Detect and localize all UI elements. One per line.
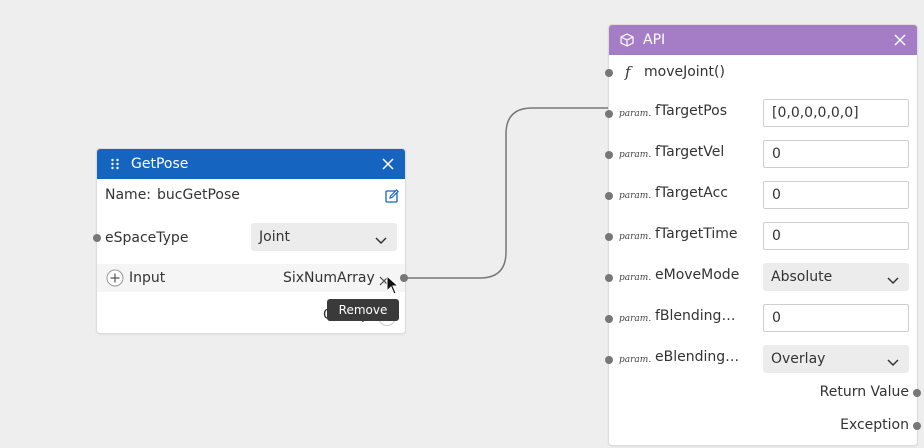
input-output-port[interactable]	[400, 274, 408, 282]
chevron-down-icon	[887, 355, 899, 371]
return-value-label: Return Value	[819, 384, 909, 400]
espace-label: eSpaceType	[105, 230, 189, 246]
exception-port[interactable]	[913, 422, 921, 430]
espace-row: eSpaceType	[97, 228, 405, 248]
param-input[interactable]	[763, 140, 909, 168]
drag-handle-icon[interactable]	[105, 158, 125, 170]
name-value: bucGetPose	[157, 187, 240, 203]
edge-sixnumarray-to-ftargetpos[interactable]	[404, 107, 608, 279]
param-select-value: Absolute	[771, 269, 833, 285]
param-tag: param.	[619, 355, 652, 365]
param-input[interactable]	[763, 181, 909, 209]
param-select[interactable]: Overlay	[763, 345, 909, 373]
param-select-value: Overlay	[771, 351, 826, 367]
getpose-node[interactable]: GetPose Name: bucGetPose eSpaceType Join…	[93, 148, 408, 334]
param-name: eBlending…	[655, 349, 740, 365]
param-port[interactable]	[605, 192, 613, 200]
plus-circle-icon[interactable]	[106, 269, 124, 291]
param-port[interactable]	[605, 151, 613, 159]
input-label: Input	[129, 270, 166, 286]
param-name: fTargetVel	[655, 144, 725, 160]
function-icon: f	[625, 63, 631, 81]
api-node[interactable]: API f moveJoint() param.fTargetPosparam.…	[605, 24, 921, 446]
param-name: eMoveMode	[655, 267, 740, 283]
param-tag: param.	[619, 109, 652, 119]
function-name: moveJoint()	[644, 64, 725, 80]
param-port[interactable]	[605, 315, 613, 323]
mouse-cursor-icon	[386, 275, 400, 295]
tooltip-text: Remove	[338, 303, 388, 317]
input-type-label: SixNumArray	[283, 270, 375, 286]
param-name: fTargetAcc	[655, 185, 728, 201]
param-port[interactable]	[605, 356, 613, 364]
espace-selected-value: Joint	[259, 229, 290, 245]
exception-label: Exception	[840, 417, 909, 433]
espace-port[interactable]	[93, 234, 101, 242]
param-tag: param.	[619, 314, 652, 324]
name-row: Name: bucGetPose	[97, 187, 405, 203]
close-icon[interactable]	[893, 33, 907, 47]
remove-tooltip: Remove	[327, 299, 399, 321]
cube-icon	[617, 33, 637, 47]
close-icon[interactable]	[381, 157, 395, 171]
input-row-bg	[97, 264, 405, 292]
param-name: fTargetPos	[655, 103, 728, 119]
param-port[interactable]	[605, 233, 613, 241]
param-tag: param.	[619, 232, 652, 242]
function-port[interactable]	[605, 69, 613, 77]
espace-select[interactable]: Joint	[251, 223, 397, 251]
param-select[interactable]: Absolute	[763, 263, 909, 291]
edit-icon[interactable]	[385, 189, 399, 207]
param-port[interactable]	[605, 274, 613, 282]
api-header[interactable]: API	[609, 25, 917, 55]
name-label: Name:	[105, 187, 152, 203]
param-name: fTargetTime	[655, 226, 738, 242]
getpose-title: GetPose	[131, 156, 189, 172]
getpose-header[interactable]: GetPose	[97, 149, 405, 179]
param-input[interactable]	[763, 222, 909, 250]
param-tag: param.	[619, 273, 652, 283]
chevron-down-icon	[375, 233, 387, 249]
param-tag: param.	[619, 150, 652, 160]
param-input[interactable]	[763, 99, 909, 127]
param-tag: param.	[619, 191, 652, 201]
return-value-port[interactable]	[913, 389, 921, 397]
param-name: fBlending…	[655, 308, 736, 324]
param-input[interactable]	[763, 304, 909, 332]
chevron-down-icon	[887, 273, 899, 289]
api-title: API	[643, 32, 666, 48]
param-port[interactable]	[605, 110, 613, 118]
